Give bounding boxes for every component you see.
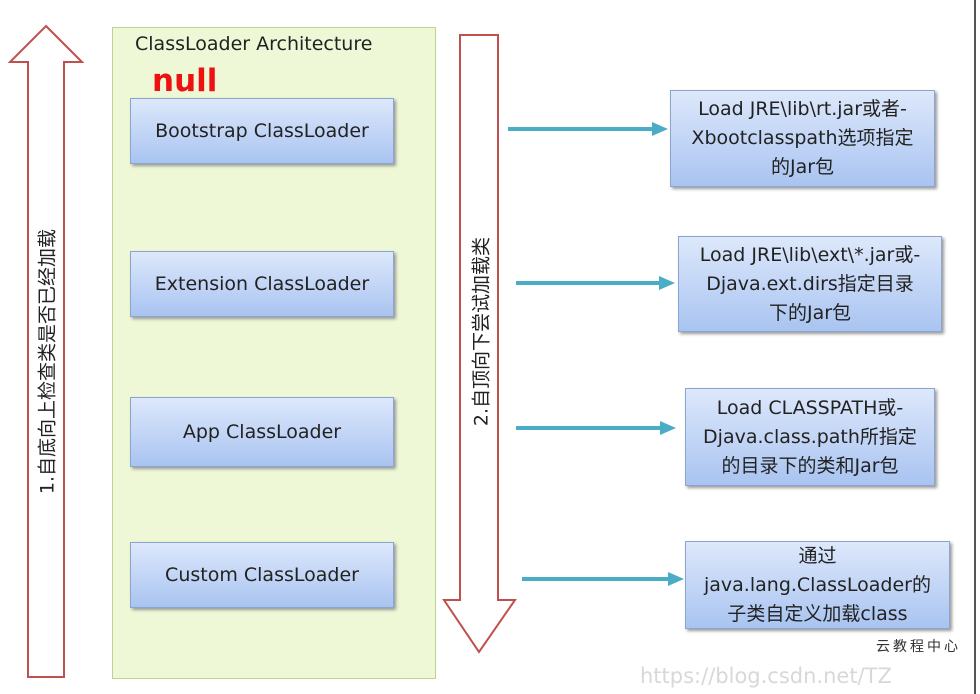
null-note: null <box>152 63 218 99</box>
description-line: 通过 <box>798 544 837 567</box>
custom-description: 通过 java.lang.ClassLoader的 子类自定义加载class <box>685 541 950 629</box>
brand-logo: 云教程中心 <box>876 639 961 655</box>
connector-arrow-2 <box>516 276 675 290</box>
up-arrow <box>7 24 85 678</box>
watermark: https://blog.csdn.net/TZ <box>640 664 892 688</box>
down-arrow <box>442 34 517 654</box>
description-line: java.lang.ClassLoader的 <box>704 573 931 596</box>
connector-arrow-4 <box>522 572 684 586</box>
middle-arrow-label: 2.自顶向下尝试加载类 <box>470 236 493 427</box>
description-line: 子类自定义加载class <box>727 602 908 625</box>
description-line: Xbootclasspath选项指定 <box>691 127 914 149</box>
extension-description: Load JRE\lib\ext\*.jar或- Djava.ext.dirs指… <box>678 236 942 332</box>
description-line: 的Jar包 <box>770 156 835 178</box>
architecture-title: ClassLoader Architecture <box>135 33 373 55</box>
description-line: 下的Jar包 <box>768 301 852 324</box>
description-line: 的目录下的类和Jar包 <box>721 454 899 477</box>
connector-arrow-3 <box>516 421 676 435</box>
custom-classloader-box: Custom ClassLoader <box>130 542 394 608</box>
bootstrap-classloader-box: Bootstrap ClassLoader <box>130 98 394 164</box>
description-line: Djava.class.path所指定 <box>703 425 917 448</box>
app-description: Load CLASSPATH或- Djava.class.path所指定 的目录… <box>685 388 935 486</box>
left-arrow-label: 1.自底向上检查类是否已经加载 <box>36 228 59 495</box>
connector-arrow-1 <box>508 122 668 136</box>
description-line: Load CLASSPATH或- <box>716 396 904 419</box>
bootstrap-description: Load JRE\lib\rt.jar或者- Xbootclasspath选项指… <box>670 90 935 187</box>
description-line: Load JRE\lib\rt.jar或者- <box>698 98 907 120</box>
extension-classloader-box: Extension ClassLoader <box>130 251 394 317</box>
description-line: Load JRE\lib\ext\*.jar或- <box>699 243 921 266</box>
description-line: Djava.ext.dirs指定目录 <box>706 272 914 295</box>
app-classloader-box: App ClassLoader <box>130 397 394 467</box>
